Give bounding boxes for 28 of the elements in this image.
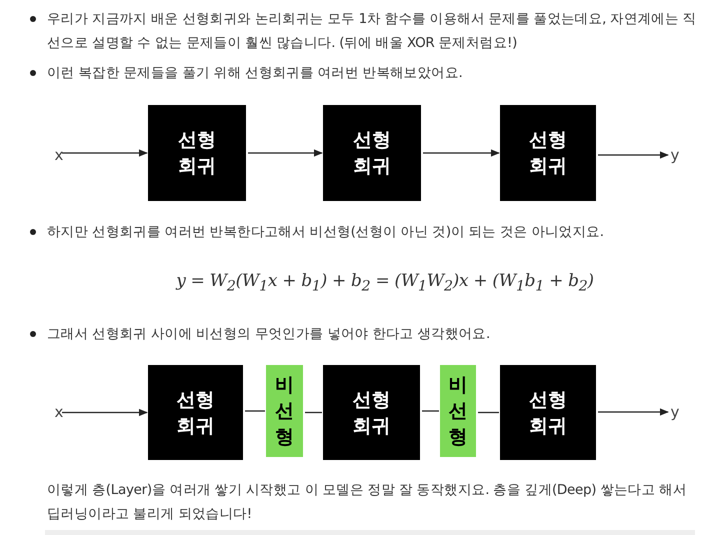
arrow xyxy=(62,408,148,416)
connector-line xyxy=(422,410,439,412)
connector-line xyxy=(245,410,265,412)
process-box: 선형 회귀 xyxy=(323,365,420,460)
process-box: 선형 회귀 xyxy=(148,365,243,460)
arrow xyxy=(62,149,148,157)
connector-line xyxy=(305,412,322,414)
bullet-text: 우리가 지금까지 배운 선형회귀와 논리회귀는 모두 1차 함수를 이용해서 문제를 풀었는데요, 자연계에는 직선으로 설명할 수 없는 문제들이 훨씬 많습니다. (뒤에 배울 XOR 문제처럼요!) xyxy=(47,10,698,53)
process-box: 선형 회귀 xyxy=(148,105,246,201)
node-label: x xyxy=(48,400,70,424)
connector-line xyxy=(478,412,499,414)
nonlinear-box: 비선형 xyxy=(266,365,303,457)
bullet-text: 이런 복잡한 문제들을 풀기 위해 선형회귀를 여러번 반복해보았어요. xyxy=(47,64,464,83)
nonlinear-box: 비선형 xyxy=(440,365,476,457)
node-label: y xyxy=(664,143,686,167)
node-label: y xyxy=(664,400,686,424)
arrow xyxy=(248,149,323,157)
arrow xyxy=(598,151,669,159)
arrow xyxy=(423,149,500,157)
equation: y = W$_{2}$(W$_{1}$x + b$_{1}$) + b$_{2}$ = (W$_{1}$W$_{2}$)x + (W$_{1}$b$_{1}$ + b$_{2}$) xyxy=(174,270,595,296)
process-box: 선형 회귀 xyxy=(323,105,421,201)
paragraph: 이렇게 층(Layer)을 여러개 쌓기 시작했고 이 모델은 정말 잘 동작했지요. 층을 깊게(Deep) 쌓는다고 해서 딥러닝이라고 불리게 되었습니다! xyxy=(47,481,688,524)
bullet-text: 그래서 선형회귀 사이에 비선형의 무엇인가를 넣어야 한다고 생각했어요. xyxy=(47,325,491,344)
arrow xyxy=(598,408,669,416)
bullet-text: 하지만 선형회귀를 여러번 반복한다고해서 비선형(선형이 아닌 것)이 되는 것은 아니었지요. xyxy=(47,223,605,242)
node-label: x xyxy=(48,143,70,167)
process-box: 선형 회귀 xyxy=(500,365,596,460)
process-box: 선형 회귀 xyxy=(500,105,596,201)
